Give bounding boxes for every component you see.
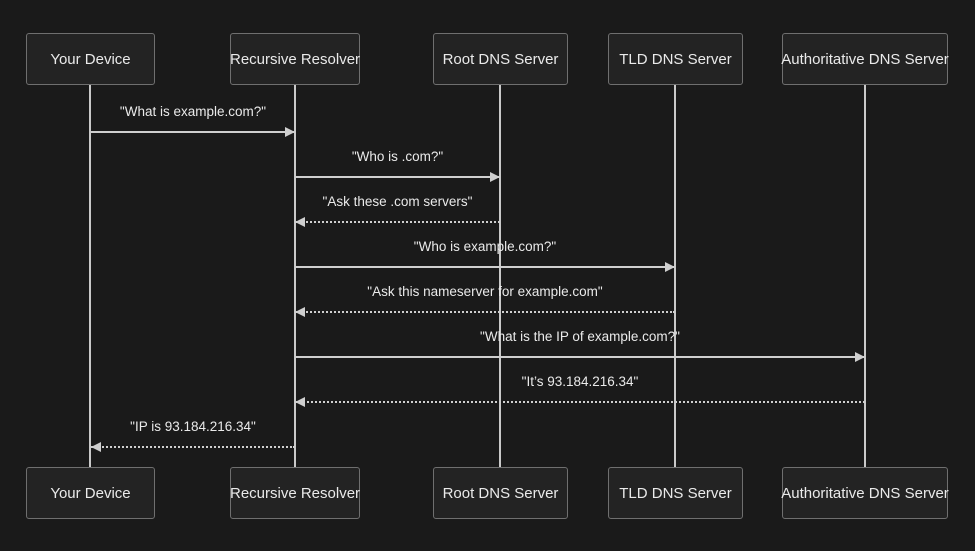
message-7-label: "It’s 93.184.216.34" (521, 374, 639, 389)
message-6-label: "What is the IP of example.com?" (480, 329, 680, 344)
message-4-line (295, 266, 675, 268)
message-4-arrowhead-icon (665, 262, 675, 272)
actor-top-recursive-resolver: Recursive Resolver (230, 33, 360, 85)
actor-bottom-root-dns-server: Root DNS Server (433, 467, 568, 519)
message-7-line (295, 401, 865, 403)
lifeline-root-dns-server (499, 85, 501, 467)
message-8-line (91, 446, 295, 448)
message-1-line (91, 131, 295, 133)
actor-top-your-device: Your Device (26, 33, 155, 85)
message-8-label: "IP is 93.184.216.34" (130, 419, 256, 434)
lifeline-tld-dns-server (674, 85, 676, 467)
message-3-arrowhead-icon (295, 217, 305, 227)
lifeline-recursive-resolver (294, 85, 296, 467)
message-2-line (295, 176, 500, 178)
message-7-arrowhead-icon (295, 397, 305, 407)
actor-bottom-your-device: Your Device (26, 467, 155, 519)
message-2-arrowhead-icon (490, 172, 500, 182)
message-5-line (295, 311, 675, 313)
actor-top-authoritative-dns-server: Authoritative DNS Server (781, 33, 949, 85)
message-5-arrowhead-icon (295, 307, 305, 317)
message-3-label: "Ask these .com servers" (322, 194, 473, 209)
message-1-arrowhead-icon (285, 127, 295, 137)
actor-top-tld-dns-server: TLD DNS Server (608, 33, 743, 85)
actor-bottom-recursive-resolver: Recursive Resolver (230, 467, 360, 519)
message-8-arrowhead-icon (91, 442, 101, 452)
message-6-line (295, 356, 865, 358)
actor-top-root-dns-server: Root DNS Server (433, 33, 568, 85)
message-4-label: "Who is example.com?" (413, 239, 557, 254)
message-5-label: "Ask this nameserver for example.com" (367, 284, 603, 299)
lifeline-authoritative-dns-server (864, 85, 866, 467)
message-1-label: "What is example.com?" (119, 104, 267, 119)
message-3-line (295, 221, 500, 223)
message-2-label: "Who is .com?" (351, 149, 444, 164)
actor-bottom-tld-dns-server: TLD DNS Server (608, 467, 743, 519)
actor-bottom-authoritative-dns-server: Authoritative DNS Server (781, 467, 949, 519)
message-6-arrowhead-icon (855, 352, 865, 362)
lifeline-your-device (89, 85, 91, 467)
